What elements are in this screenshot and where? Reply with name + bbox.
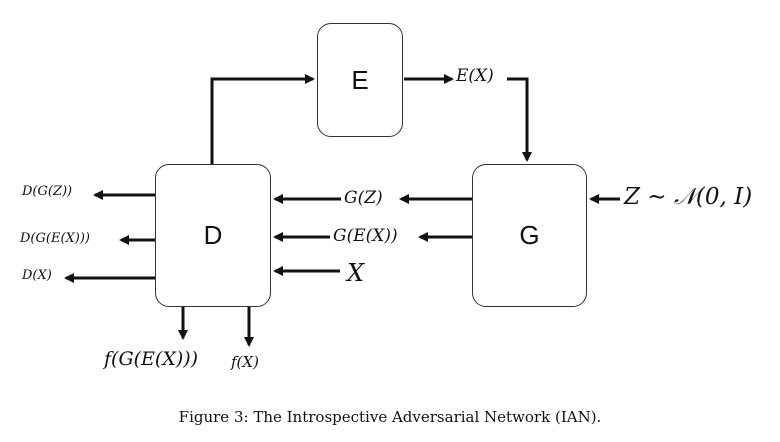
output-label-d-of-g-of-e-of-x: D(G(E(X))) xyxy=(20,231,90,246)
figure-caption: Figure 3: The Introspective Adversarial … xyxy=(178,408,602,426)
arrow-ex-to-g xyxy=(507,77,532,162)
node-encoder-label: E xyxy=(351,64,369,95)
node-discriminator-label: D xyxy=(203,220,223,250)
edge-label-z-input: Z ∼ 𝒩(0, I) xyxy=(624,184,753,210)
node-encoder: E xyxy=(317,23,403,137)
output-label-d-of-x: D(X) xyxy=(22,268,52,283)
node-generator: G xyxy=(472,164,587,307)
arrow-d-to-e xyxy=(210,74,315,164)
edge-label-x-input: X xyxy=(347,259,365,287)
output-label-f-of-g-of-e-of-x: f(G(E(X))) xyxy=(104,348,199,370)
node-discriminator: D xyxy=(155,164,271,307)
edge-label-g-of-z: G(Z) xyxy=(344,188,383,208)
output-label-d-of-g-of-z: D(G(Z)) xyxy=(22,184,73,199)
node-generator-label: G xyxy=(519,220,540,250)
output-label-f-of-x: f(X) xyxy=(231,353,259,371)
edge-label-g-of-e-of-x: G(E(X)) xyxy=(333,226,398,246)
edge-label-e-of-x: E(X) xyxy=(456,66,494,86)
